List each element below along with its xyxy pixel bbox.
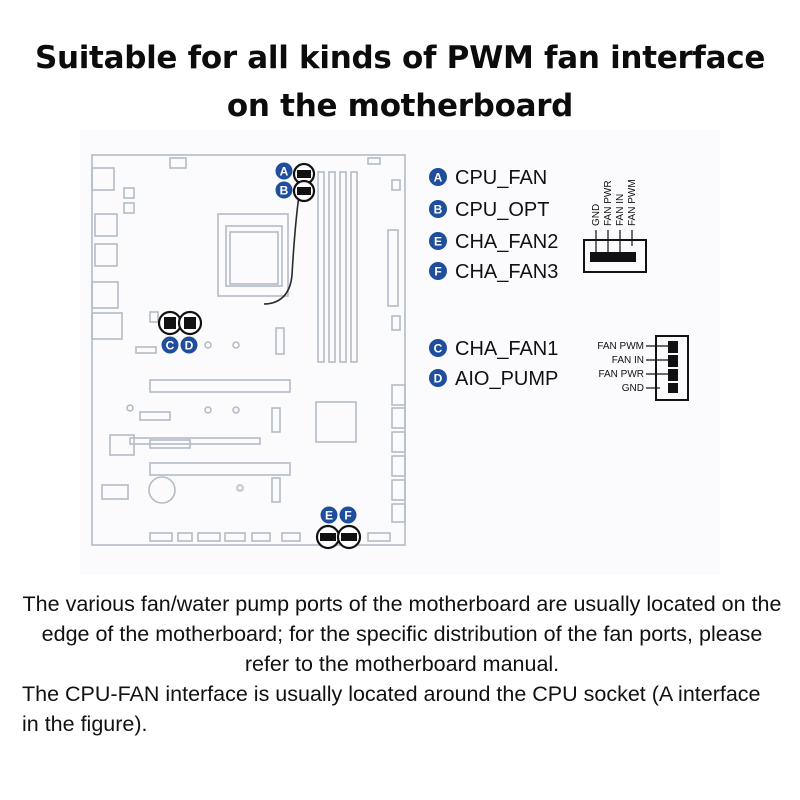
board-mounting-holes [126,341,244,492]
caption: The various fan/water pump ports of the … [22,589,782,739]
svg-text:C: C [434,342,443,356]
badge-e-marker: E [320,506,338,524]
header-e-f [315,524,362,550]
legend-top: A CPU_FAN B CPU_OPT E CHA_FAN2 F CHA_FAN… [429,167,558,283]
legend-item-cpu-opt: B CPU_OPT [429,199,549,221]
svg-text:FAN PWR: FAN PWR [598,369,644,380]
legend-label-cpu-opt: CPU_OPT [455,199,549,221]
svg-text:FAN IN: FAN IN [612,355,644,366]
svg-text:GND: GND [591,204,602,226]
title-line-1: Suitable for all kinds of PWM fan interf… [34,40,766,76]
badge-a-marker: A [275,162,293,180]
svg-text:D: D [434,372,443,386]
legend-label-cha-fan3: CHA_FAN3 [455,261,558,283]
svg-text:E: E [434,235,442,249]
svg-text:FAN PWM: FAN PWM [627,179,638,226]
svg-text:B: B [280,184,289,198]
legend-label-cha-fan1: CHA_FAN1 [455,338,558,360]
svg-text:F: F [434,265,441,279]
header-c-d [157,310,203,336]
svg-text:B: B [434,203,443,217]
motherboard-diagram: A B C D E F A CPU_FAN [80,130,720,575]
legend-label-cha-fan2: CHA_FAN2 [455,231,558,253]
legend-item-cha-fan3: F CHA_FAN3 [429,261,558,283]
svg-text:FAN PWR: FAN PWR [603,180,614,226]
badge-b-marker: B [275,181,293,199]
badge-f-marker: F [339,506,357,524]
svg-text:C: C [166,339,175,353]
legend-item-cha-fan1: C CHA_FAN1 [429,338,558,360]
svg-text:GND: GND [622,383,644,394]
svg-text:E: E [325,509,333,523]
motherboard-outline [91,154,406,546]
svg-text:FAN IN: FAN IN [615,194,626,226]
svg-text:D: D [185,339,194,353]
page-title: Suitable for all kinds of PWM fan interf… [0,34,800,130]
legend-bottom: C CHA_FAN1 D AIO_PUMP [429,338,558,390]
svg-text:A: A [280,165,289,179]
svg-text:FAN PWM: FAN PWM [597,341,644,352]
legend-label-cpu-fan: CPU_FAN [455,167,547,189]
legend-item-cha-fan2: E CHA_FAN2 [429,231,558,253]
pin-diagram-horizontal: FAN PWM FAN IN FAN PWR GND [597,335,689,401]
pin-diagram-vertical: GND FAN PWR FAN IN FAN PWM [583,179,647,273]
legend-item-cpu-fan: A CPU_FAN [429,167,547,189]
svg-text:F: F [344,509,351,523]
legend-label-aio-pump: AIO_PUMP [455,368,558,390]
badge-c-marker: C [161,336,179,354]
title-line-2: on the motherboard [226,88,574,124]
badge-d-marker: D [180,336,198,354]
caption-paragraph-2: The CPU-FAN interface is usually located… [22,682,761,736]
cpu-fan-cable [263,187,301,305]
legend-item-aio-pump: D AIO_PUMP [429,368,558,390]
caption-paragraph-1: The various fan/water pump ports of the … [22,592,782,676]
header-a-b [292,162,316,203]
svg-text:A: A [434,171,443,185]
